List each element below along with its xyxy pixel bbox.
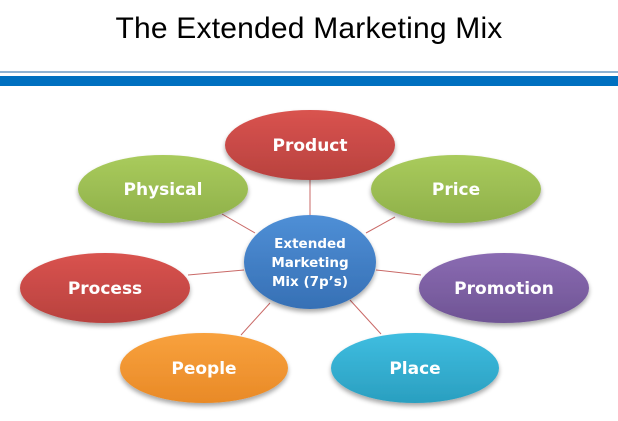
connectors — [187, 180, 422, 336]
slide-title: The Extended Marketing Mix — [115, 12, 503, 45]
node-people-label: People — [171, 359, 236, 379]
node-promotion: Promotion — [419, 253, 589, 323]
node-price: Price — [371, 155, 541, 223]
node-physical-shape — [78, 155, 248, 223]
node-process-shape — [20, 253, 190, 323]
connector-physical — [221, 213, 256, 234]
node-product-shape — [225, 110, 395, 180]
node-place: Place — [331, 333, 499, 403]
node-place-label: Place — [389, 359, 440, 379]
hub-label-line-3: Mix (7p’s) — [272, 274, 348, 290]
node-process: Process — [20, 253, 190, 323]
node-physical: Physical — [78, 155, 248, 223]
hub-node-shape — [244, 215, 376, 309]
node-product-label: Product — [273, 136, 348, 156]
connector-people — [240, 302, 271, 336]
node-product: Product — [225, 110, 395, 180]
node-price-label: Price — [432, 180, 480, 200]
node-people: People — [120, 333, 288, 403]
node-price-shape — [371, 155, 541, 223]
connector-place — [349, 299, 382, 335]
node-process-label: Process — [68, 279, 142, 299]
node-promotion-shape — [419, 253, 589, 323]
hub-label-line-1: Extended — [274, 236, 346, 252]
node-people-shape — [120, 333, 288, 403]
connector-promotion — [375, 269, 422, 276]
node-physical-label: Physical — [124, 180, 203, 200]
hub-label-line-2: Marketing — [271, 255, 348, 271]
connector-process — [187, 269, 245, 276]
node-promotion-label: Promotion — [454, 279, 554, 299]
connector-price — [365, 216, 396, 234]
node-place-shape — [331, 333, 499, 403]
title-divider-thick — [0, 76, 618, 86]
title-divider-thin — [0, 71, 618, 73]
hub-node: Extended Marketing Mix (7p’s) — [244, 215, 376, 309]
